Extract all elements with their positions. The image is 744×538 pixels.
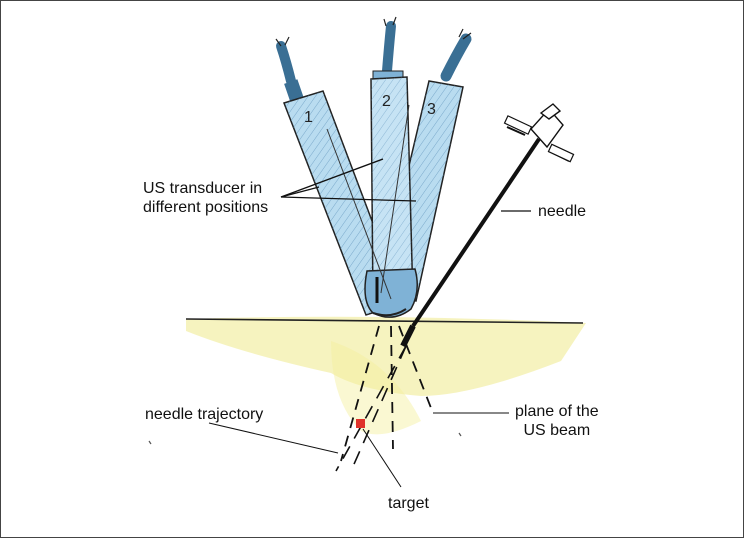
needle-trajectory-label: needle trajectory	[145, 406, 264, 423]
plane-label: plane of the US beam	[515, 402, 599, 440]
plane-label-line-2: US beam	[523, 422, 591, 439]
skin-tissue	[186, 316, 586, 435]
transducer-label: US transducer in different positions	[143, 179, 268, 217]
transducer-tips	[364, 268, 418, 318]
transducer-2	[370, 16, 414, 304]
us-beam-planes	[340, 325, 434, 462]
needle	[400, 103, 575, 348]
position-1-number: 1	[304, 109, 313, 126]
stray-marks	[148, 432, 462, 445]
transducer-label-line-2: different positions	[143, 199, 269, 216]
needle-label: needle	[538, 203, 587, 220]
target-label: target	[388, 495, 429, 512]
plane-label-line-1: plane of the	[515, 403, 599, 420]
bottom-pointer-lines	[208, 412, 509, 488]
needle-trajectory-lines	[335, 345, 407, 472]
transducer-label-line-1: US transducer in	[143, 180, 263, 197]
skin-surface-line	[185, 318, 584, 324]
position-3-number: 3	[427, 101, 436, 118]
target-marker	[356, 419, 365, 428]
position-2-number: 2	[382, 93, 391, 110]
transducer-pointer-lines	[280, 158, 417, 202]
probe-axis-lines	[326, 104, 410, 300]
